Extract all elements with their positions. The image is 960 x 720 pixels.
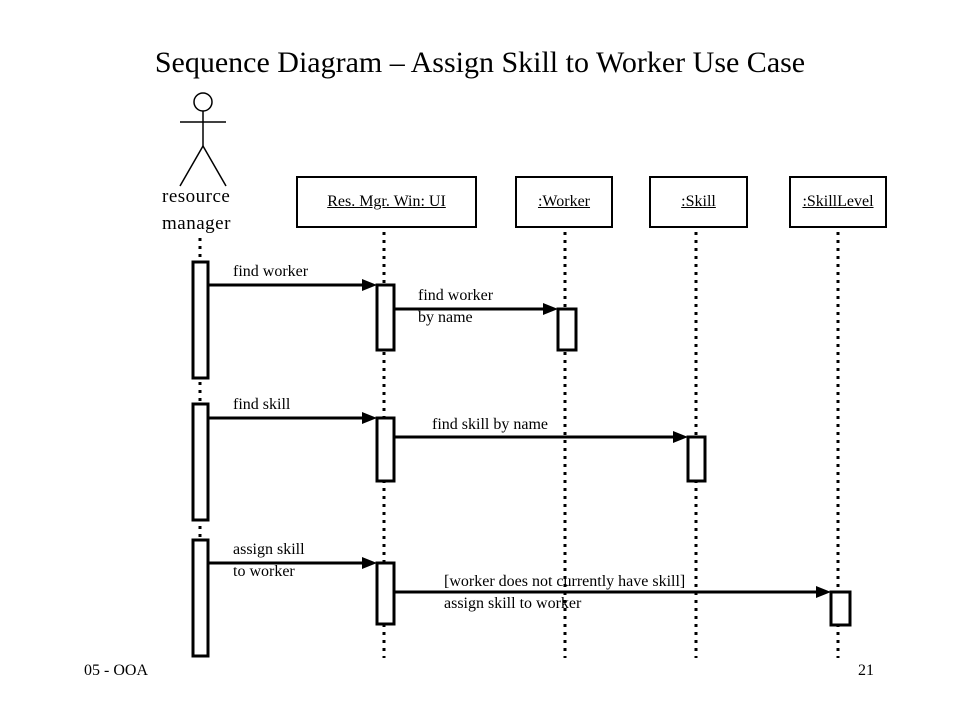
activation-actor-1 [191,260,210,380]
actor-label-line1: resource [162,186,231,207]
message-label-assign-skill: assign skill to worker [233,539,305,583]
message-text: find skill by name [432,416,548,433]
message-label-find-worker: find worker [233,261,308,283]
activation-skilllevel [829,590,852,627]
page-number: 21 [858,662,874,679]
object-box-skilllevel: :SkillLevel [789,176,887,228]
activation-ui-2 [375,416,396,483]
activation-ui-1 [375,283,396,352]
message-text: to worker [233,563,295,580]
message-label-find-skill-by-name: find skill by name [432,414,548,436]
message-text: find worker [418,287,494,304]
arrowhead-find-skill-by-name [673,431,688,443]
message-label-assign-skill-to-worker: [worker does not currently have skill] a… [444,571,685,615]
object-box-worker: :Worker [515,176,613,228]
activation-ui-3 [375,561,396,626]
message-label-find-skill: find skill [233,394,290,416]
message-text: assign skill [233,541,305,558]
actor-stick-figure-icon [179,92,227,187]
actor-label: resource manager [162,183,231,237]
arrowhead-find-worker [362,279,377,291]
message-text: by name [418,309,473,326]
actor-label-line2: manager [162,213,231,234]
arrowhead-find-worker-by-name [543,303,558,315]
arrowhead-assign-skill-to-worker [816,586,831,598]
arrowhead-assign-skill [362,557,377,569]
arrowhead-find-skill [362,412,377,424]
object-box-ui: Res. Mgr. Win: UI [296,176,477,228]
message-label-find-worker-by-name: find worker by name [418,285,493,329]
message-text: [worker does not currently have skill] [444,573,686,590]
message-text: assign skill to worker [444,595,582,612]
activation-skill [686,435,707,483]
activation-actor-3 [191,538,210,658]
activation-worker [556,307,578,352]
diagram-title: Sequence Diagram – Assign Skill to Worke… [154,46,806,79]
footer-left: 05 - OOA [84,662,148,679]
message-text: find skill [233,396,291,413]
activation-actor-2 [191,402,210,522]
object-box-skill: :Skill [649,176,748,228]
message-text: find worker [233,263,309,280]
